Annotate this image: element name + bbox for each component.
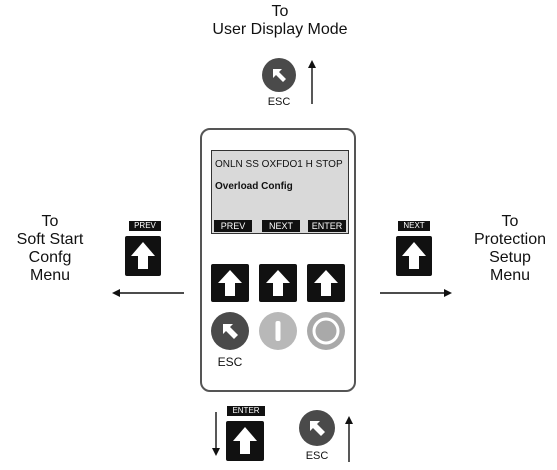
right-arrow <box>380 289 452 297</box>
bottom-esc-label: ESC <box>305 450 329 462</box>
right-next-key[interactable] <box>396 236 432 276</box>
esc-arrow-icon <box>273 69 286 82</box>
right-target-line2: Protection <box>473 231 547 248</box>
left-arrow <box>112 289 184 297</box>
keypad-device: ONLN SS OXFDO1 H STOP Overload Config PR… <box>200 128 356 392</box>
top-target-line1: To <box>271 3 289 20</box>
left-prev-key-label: PREV <box>129 221 161 231</box>
top-target-line2: User Display Mode <box>212 21 348 38</box>
right-target-line3: Setup <box>489 249 531 266</box>
softkey-prev: PREV <box>214 220 252 232</box>
stop-button-icon <box>312 317 340 345</box>
left-target-label: To Soft Start Confg Menu <box>0 213 100 285</box>
esc-arrow-icon <box>223 324 238 339</box>
display-status-line: ONLN SS OXFDO1 H STOP <box>215 159 343 170</box>
start-button-icon <box>275 321 281 341</box>
bottom-enter-key-label: ENTER <box>227 406 265 416</box>
left-target-line4: Menu <box>29 267 71 284</box>
bottom-esc-icon[interactable] <box>299 410 335 446</box>
top-up-arrow <box>308 60 316 104</box>
device-esc-label: ESC <box>217 355 243 369</box>
right-next-key-label: NEXT <box>398 221 430 231</box>
device-esc-button[interactable] <box>211 312 249 350</box>
lcd-display: ONLN SS OXFDO1 H STOP Overload Config PR… <box>211 150 349 234</box>
device-next-key[interactable] <box>259 264 297 302</box>
top-esc-label: ESC <box>267 96 291 108</box>
display-menu-line: Overload Config <box>215 181 293 192</box>
esc-arrow-icon <box>310 421 325 436</box>
bottom-enter-key[interactable] <box>226 421 264 461</box>
up-arrow-key-icon <box>233 427 257 454</box>
up-arrow-key-icon <box>314 270 338 296</box>
left-prev-key[interactable] <box>125 236 161 276</box>
right-target-line1: To <box>501 213 519 230</box>
up-arrow-key-icon <box>218 270 242 296</box>
top-esc-icon[interactable] <box>262 58 296 92</box>
up-arrow-key-icon <box>266 270 290 296</box>
softkey-next: NEXT <box>262 220 300 232</box>
right-target-label: To Protection Setup Menu <box>460 213 557 285</box>
device-start-button[interactable] <box>259 312 297 350</box>
left-target-line1: To <box>41 213 59 230</box>
up-arrow-key-icon <box>131 242 155 269</box>
left-target-line3: Confg <box>28 249 72 266</box>
bottom-down-arrow <box>212 412 220 456</box>
up-arrow-key-icon <box>402 242 426 269</box>
left-target-line2: Soft Start <box>16 231 84 248</box>
device-prev-key[interactable] <box>211 264 249 302</box>
top-target-label: To User Display Mode <box>180 3 380 39</box>
softkey-enter: ENTER <box>308 220 346 232</box>
bottom-up-arrow <box>345 416 353 462</box>
device-stop-button[interactable] <box>307 312 345 350</box>
right-target-line4: Menu <box>489 267 531 284</box>
device-enter-key[interactable] <box>307 264 345 302</box>
